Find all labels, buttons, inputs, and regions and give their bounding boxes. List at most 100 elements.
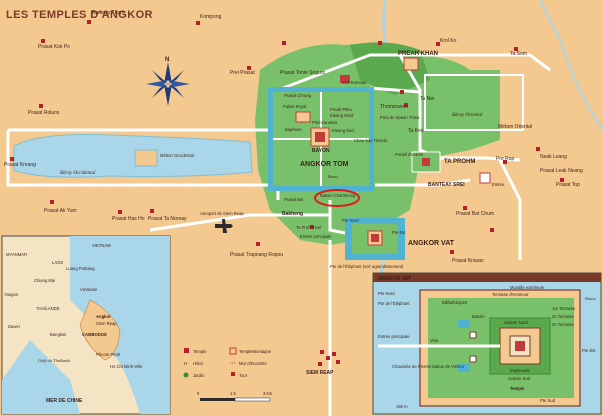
inset-sea	[70, 236, 170, 414]
inset-siem-reap: Siem Reap	[96, 321, 117, 326]
vat-galerie-sud: Galerie Sud	[508, 376, 531, 381]
label-krol-romeas: Krol Romeas	[342, 80, 366, 85]
label-pre-rup: Pre Rup	[496, 156, 515, 162]
label-neak-leang: Neak Leang	[540, 154, 567, 160]
label-kleang-sud: Kleang Sud	[332, 128, 354, 133]
inset-mer-de-chine: MER DE CHINE	[46, 398, 83, 404]
inset-angkor-vat: ANGKOR VAT Muraille extérieure Terrasse …	[372, 272, 602, 415]
stream-east	[539, 0, 603, 131]
label-ta-prohm-kel: Ta Prohm Kel	[296, 225, 321, 230]
inset-laos: LAOS	[52, 260, 63, 265]
label-baphuon: Baphuon	[285, 127, 302, 132]
vat-pte-elephant: Pte de l'Éléphant	[378, 301, 410, 306]
vat-terrasse-3: 3e Terrasse	[552, 322, 574, 327]
label-bayon: BAYON	[312, 148, 330, 154]
legend: Temple TempleMontagne H Hôtel Mur d'Ence…	[183, 347, 272, 378]
label-prasat-roluos: Prasat Roluos	[28, 110, 60, 116]
inset-dawei: Dawei	[8, 324, 20, 329]
angkor-vat-icon	[371, 234, 379, 242]
label-preah-khan: PREAH KHAN	[398, 51, 438, 57]
label-prasat-leak-neang: Prasat Leak Neang	[540, 168, 583, 174]
label-thommanon: Thommanon	[380, 104, 408, 110]
label-baray-occidental: Bâray Occidental	[60, 171, 96, 176]
label-angkor-vat: ANGKOR VAT	[408, 240, 455, 247]
legend-temple-montagne-label: TempleMontagne	[239, 349, 272, 354]
vat-scale: 150 m	[396, 404, 408, 409]
vat-terrasse-1: 1re Terrasse	[552, 306, 576, 311]
temple-montagne-icon	[229, 347, 237, 355]
vat-voie: Voie	[430, 338, 439, 343]
label-aeroport: Aéroport de Siem Reap	[200, 211, 244, 216]
label-prasat-kok-po: Prasat Kok Po	[38, 44, 70, 50]
label-siem-reap: SIEM REAP	[306, 370, 334, 376]
label-entree: Entrée	[492, 182, 505, 187]
label-prasat-kravan: Prasat Kravan	[452, 258, 484, 264]
legend-tour-label: Tour	[239, 373, 248, 378]
label-prasat-tonle-snguot: Prasat Tonle Snguot	[280, 70, 326, 76]
scale-bar: 0 1.5 3 km	[197, 391, 273, 402]
vat-bibliotheques: Bibliothèques	[442, 300, 467, 305]
label-chau-say-tevoda: Chau Say Tevoda	[354, 138, 388, 143]
compass-rose: N	[146, 57, 190, 106]
krol-romeas-icon	[340, 75, 350, 83]
scale-tick-0: 0	[197, 391, 200, 396]
inset-golfe: Golfe de Thaïlande	[38, 358, 70, 363]
tour-icon	[231, 372, 235, 376]
vat-terrasse-honneur: Terrasse d'Honneur	[492, 292, 529, 297]
label-entree-principale: Entrée principale	[300, 234, 332, 239]
temple-icon	[184, 348, 189, 353]
label-angkor-tom: ANGKOR TOM	[300, 161, 349, 168]
label-pte-elephant-main: Pte de l'Éléphant (voir agrandissement)	[330, 264, 404, 269]
vat-bassin: Bassin	[472, 314, 485, 319]
label-baksei-chamkrong: Baksei Chamkrong	[320, 193, 356, 198]
airport-icon	[215, 219, 233, 233]
vat-chaussee: Chaussée de Pierres	[392, 364, 431, 369]
label-preah-pithu: Preah Pithu	[330, 107, 353, 112]
vat-entree-principale: Entrée principale	[378, 334, 410, 339]
inset-chiang-mai: Chiang Mai	[34, 278, 55, 283]
inset-cambodge: CAMBODGE	[82, 332, 107, 337]
inset-luang-prabang: Luang Prabang	[66, 266, 95, 271]
compass-label: N	[165, 57, 169, 63]
inset-cambodia	[79, 299, 121, 361]
vat-esplanade: Esplanade	[510, 368, 530, 373]
hotel-icon: H	[184, 361, 187, 366]
temple-markers	[10, 20, 564, 254]
inset-region-map: VIETNAM MYANMAR LAOS THAÏLANDE CAMBODGE …	[1, 235, 171, 415]
label-prasat-chrung: Prasat Chrung	[284, 93, 312, 98]
label-portail-entree: Portail d'entrée	[395, 152, 424, 157]
label-phimeanakas: Phiméanakas	[312, 120, 337, 125]
vat-pte-est: Pte Est	[582, 348, 596, 353]
scale-tick-2: 3 km	[263, 391, 273, 396]
vat-statue-vishnu: Statue de Vishnu	[432, 364, 464, 369]
legend-mur-label: Mur d'Enceinte	[239, 361, 267, 366]
scale-tick-1: 1.5	[230, 391, 236, 396]
label-kleang-nord: Kleang Nord	[330, 113, 354, 118]
vat-terrasse-2: 2e Terrasse	[552, 314, 574, 319]
label-prasat-ak-yum: Prasat Ak Yum	[44, 208, 77, 214]
vat-pte-nord: Pte Nord	[378, 291, 395, 296]
inset-phnom-penh: Phnom Penh	[96, 352, 121, 357]
vat-pte-sud: Pte Sud	[540, 398, 556, 403]
vat-temple: Temple	[510, 386, 525, 391]
label-baray-oriental: Bâray Oriental	[452, 113, 483, 118]
label-ta-prohm: TA PROHM	[444, 159, 475, 165]
label-pte-nord-main: Pte Nord	[342, 218, 359, 223]
ta-prohm-icon	[422, 158, 430, 166]
map-title: LES TEMPLES D'ANGKOR	[6, 9, 153, 21]
inset-ho-chi-minh: Ho Chi Minh-Ville	[110, 364, 143, 369]
vat-muraille: Muraille extérieure	[510, 285, 545, 290]
label-ta-nei: Ta Nei	[420, 96, 434, 102]
inset-yangon: Yangon	[4, 292, 19, 297]
label-ta-keo: Ta Keo	[408, 128, 424, 134]
label-banteay-thom: Banteay Thom	[92, 10, 124, 16]
preah-khan-block	[403, 57, 419, 71]
inset-vientiane: Vientiane	[80, 287, 98, 292]
label-krol-ko: Krol Ko	[440, 38, 457, 44]
vat-douve: Douve	[584, 296, 596, 301]
label-pte-est-main: Pte Est	[392, 230, 406, 235]
label-baray-small: Baray	[328, 174, 338, 179]
inset-thailande: THAÏLANDE	[36, 306, 60, 311]
inset-myanmar: MYANMAR	[6, 252, 27, 257]
